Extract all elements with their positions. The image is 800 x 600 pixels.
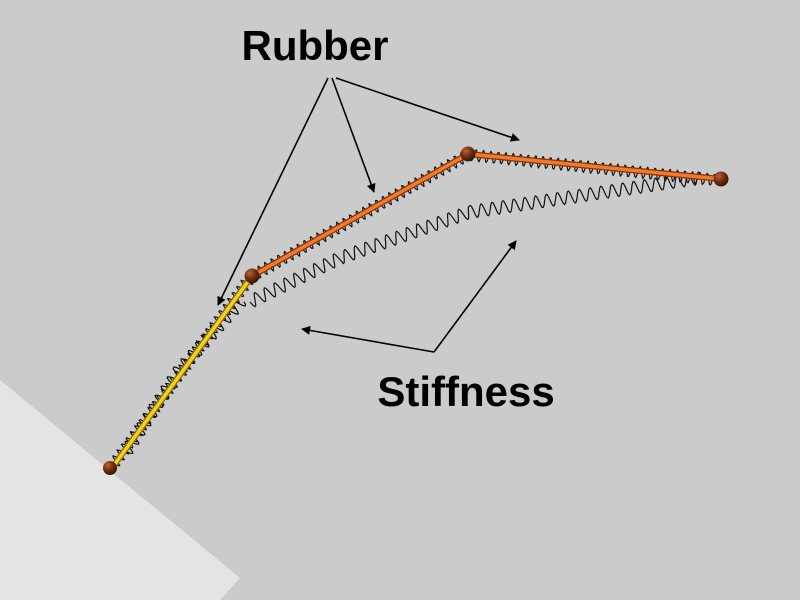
stiffness-spring-root — [124, 300, 247, 455]
stiffness-label: Stiffness — [377, 368, 554, 415]
stiffness-callout-arrows — [301, 240, 517, 353]
rubber-arrow-middle — [331, 77, 376, 193]
rubber-springs — [112, 149, 717, 467]
segment-root-highlight — [110, 274, 254, 470]
rubber-arrow-root — [217, 77, 329, 306]
stiffness-spring-middle — [249, 171, 700, 308]
stiffness-arrow-left — [301, 325, 435, 353]
rubber-label: Rubber — [242, 22, 389, 69]
joint-2 — [460, 146, 476, 162]
rubber-arrow-tip — [335, 77, 520, 142]
stiffness-arrow-right — [433, 240, 517, 353]
rubber-spring-root — [112, 274, 254, 467]
joints — [103, 146, 729, 475]
rigid-segments — [109, 151, 724, 471]
ground-plane — [0, 380, 240, 600]
joint-1 — [244, 268, 260, 284]
rubber-callout-arrows — [217, 77, 520, 306]
segment-tip-highlight — [466, 152, 723, 181]
joint-base — [103, 461, 117, 475]
joint-tip — [713, 171, 729, 187]
segment-middle-highlight — [250, 152, 470, 278]
